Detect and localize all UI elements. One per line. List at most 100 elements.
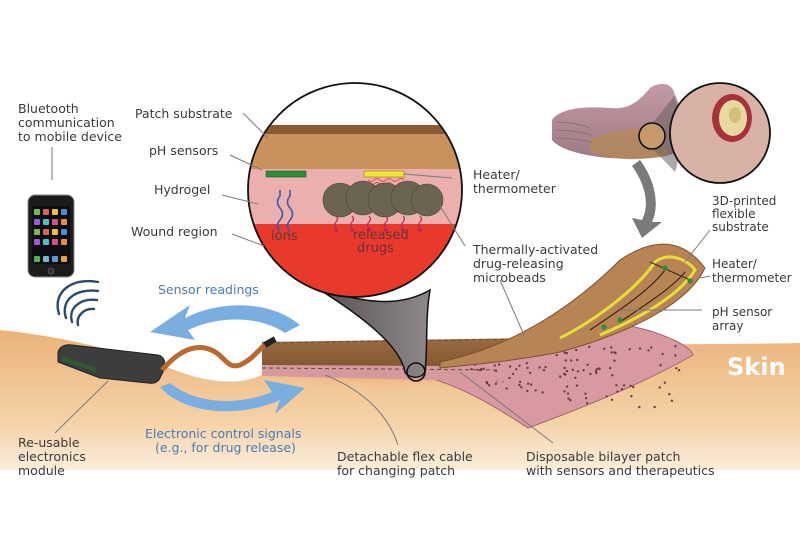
label-heater-inset-1: Heater/ <box>473 167 520 182</box>
app-icon <box>61 239 67 245</box>
drug-dot <box>530 383 533 386</box>
app-icon <box>52 219 58 225</box>
label-module-2: electronics <box>18 449 86 464</box>
flex-cable[interactable] <box>160 342 268 372</box>
drug-dot <box>494 382 498 386</box>
label-disposable-patch-1: Disposable bilayer patch <box>526 449 680 464</box>
drug-release-arrow <box>417 215 423 234</box>
foot-wound-marker <box>638 122 666 150</box>
label-control-signals-1: Electronic control signals <box>145 426 301 441</box>
drug-dot <box>670 399 674 402</box>
drug-dot <box>586 363 589 366</box>
drug-dot <box>584 392 587 395</box>
drug-dot <box>505 387 508 390</box>
label-ph-array-1: pH sensor <box>712 305 772 319</box>
label-hydrogel: Hydrogel <box>154 182 210 197</box>
ph-sensor-element <box>265 170 307 178</box>
label-heater-patch-1: Heater/ <box>712 257 758 271</box>
drug-dot <box>493 364 496 367</box>
electronics-module[interactable] <box>57 344 166 384</box>
drug-dot <box>582 369 585 372</box>
drug-dot <box>488 384 491 387</box>
drug-dot <box>576 370 580 373</box>
drug-release-arrow <box>383 215 389 234</box>
drug-dot <box>674 354 677 357</box>
drug-dot <box>597 367 600 370</box>
app-icon <box>34 219 40 225</box>
drug-release-arrow <box>400 215 406 234</box>
drug-dot <box>677 369 681 372</box>
patch-dash-bottom <box>261 367 501 371</box>
dock-icon <box>34 256 40 262</box>
foot-to-patch-arrow <box>632 160 662 238</box>
drug-dot <box>571 368 574 371</box>
patch-hydrogel-edge <box>262 365 520 382</box>
drug-dot <box>659 364 662 367</box>
drug-dot <box>629 384 632 388</box>
leader-heater-patch <box>699 275 711 279</box>
app-icon <box>34 239 40 245</box>
drug-dot <box>663 381 667 384</box>
drug-dot <box>569 399 572 402</box>
drug-dot <box>638 347 642 350</box>
drug-dot <box>482 367 485 370</box>
drug-dot <box>538 366 541 369</box>
drug-dot <box>566 392 570 395</box>
label-3d-substrate-1: 3D-printed <box>712 194 776 208</box>
drug-dot <box>518 364 521 367</box>
drug-dot <box>630 395 633 398</box>
drug-dot <box>575 348 578 352</box>
drug-dot <box>650 346 653 349</box>
drug-dot <box>570 359 573 362</box>
drug-dot <box>611 374 614 377</box>
drug-dot <box>485 380 488 384</box>
drug-dot <box>675 367 678 370</box>
leader-hydrogel <box>221 194 259 205</box>
drug-dot <box>565 385 569 388</box>
app-icon <box>52 209 58 215</box>
drug-dot <box>526 389 529 393</box>
drug-dot <box>565 351 568 355</box>
ions-label: ions <box>271 229 298 244</box>
app-icon <box>43 219 49 225</box>
label-module-1: Re-usable <box>18 435 80 450</box>
app-icon <box>61 209 67 215</box>
drug-dot <box>565 369 569 373</box>
label-3d-substrate-2: flexible <box>712 207 756 221</box>
drug-dot <box>563 351 566 354</box>
drug-dot <box>518 380 522 384</box>
drug-dot <box>595 368 598 371</box>
drug-dot <box>658 386 661 389</box>
app-icon <box>43 229 49 235</box>
magnifier-origin <box>406 362 426 382</box>
drug-dot <box>563 390 566 393</box>
wireless-signal-icon <box>56 279 100 327</box>
app-icon <box>52 239 58 245</box>
drug-dot <box>609 366 612 370</box>
mobile-phone-icon <box>27 194 75 278</box>
inset-cross-section: ions released drugs <box>248 83 462 297</box>
released-drugs-label-2: drugs <box>357 241 394 256</box>
inset-border <box>247 82 463 298</box>
drug-dot <box>526 366 529 370</box>
drug-dot <box>511 372 515 376</box>
leader-microbeads-patch <box>499 279 525 336</box>
wound-zoom-border <box>669 82 771 184</box>
dock-icon <box>52 256 58 262</box>
leader-ph-sensors <box>229 154 263 171</box>
drug-dot <box>614 351 617 355</box>
drug-dot <box>653 405 656 409</box>
drug-release-arrow <box>349 215 355 234</box>
leader-module <box>54 380 109 434</box>
drug-dot <box>628 348 631 351</box>
drug-dot <box>515 368 518 371</box>
label-bluetooth-1: Bluetooth <box>18 101 79 116</box>
leader-microbeads <box>439 205 466 247</box>
drug-dot <box>508 376 511 380</box>
drug-dot <box>603 347 606 350</box>
label-heater-patch-2: thermometer <box>712 271 792 285</box>
dock-icon <box>43 256 49 262</box>
drug-release-arrow <box>333 215 339 234</box>
drug-arrows <box>333 215 423 234</box>
